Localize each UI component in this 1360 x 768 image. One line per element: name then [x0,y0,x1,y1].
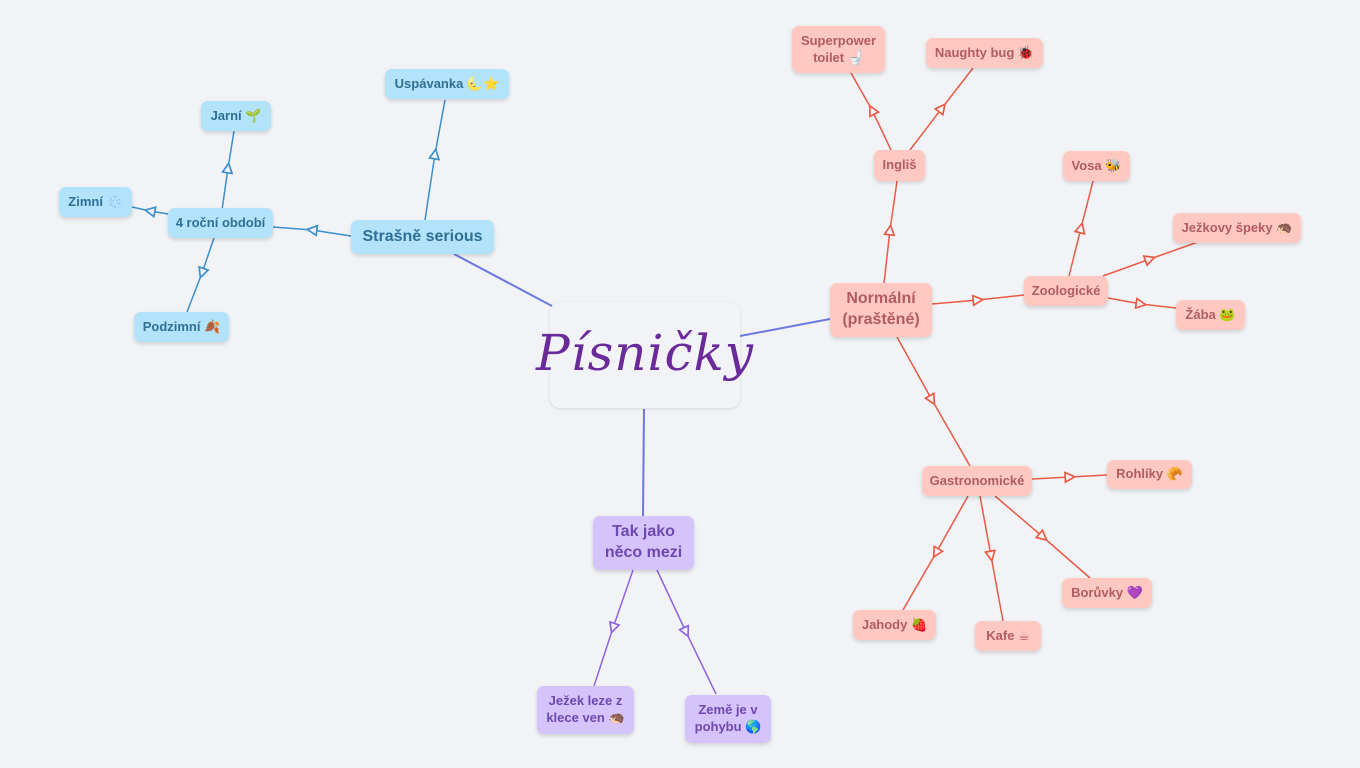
node-label-line2: toilet 🚽 [813,49,864,65]
node-uspavanka[interactable]: Uspávanka 🌜⭐ [385,69,509,99]
edge-gastro-blueberries [994,495,1091,579]
node-tak-jako-neco-mezi[interactable]: Tak jako něco mezi [593,516,694,570]
node-label: 4 roční období [175,214,266,230]
node-label-line2: něco mezi [604,544,683,561]
edge-zoo-wasp [1068,180,1094,277]
node-label: Borůvky 💜 [1071,584,1143,600]
edge-normal-zoo [931,294,1025,304]
node-label-line1: Ježek leze z [548,693,623,709]
node-naughty-bug[interactable]: Naughty bug 🐞 [926,38,1043,68]
node-label-line2: pohybu 🌎 [694,719,762,734]
edge-serious-lullaby [424,99,446,221]
node-zaba[interactable]: Žába 🐸 [1176,300,1245,330]
node-label: Ježkovy špeky 🦔 [1181,219,1293,235]
node-label: Podzimní 🍂 [142,318,221,334]
node-rohliky[interactable]: Rohlíky 🥐 [1107,460,1192,489]
node-label: Jahody 🍓 [861,616,928,632]
node-jezek-leze-z-klece-ven[interactable]: Ježek leze z klece ven 🦔 [537,686,634,734]
node-label-line1: Normální [846,290,916,308]
node-label: Žába 🐸 [1185,306,1236,322]
edge-gastro-rolls [1031,475,1108,479]
node-label: Strašně serious [362,227,483,245]
node-inglis[interactable]: Ingliš [874,150,925,181]
node-gastronomicke[interactable]: Gastronomické [922,466,1032,496]
node-label: Zimní ❄️ [68,193,123,209]
node-zoologicke[interactable]: Zoologické [1024,276,1108,306]
node-label: Naughty bug 🐞 [934,44,1035,60]
node-strasne-serious[interactable]: Strašně serious [351,220,494,254]
node-zeme-je-v-pohybu[interactable]: Země je v pohybu 🌎 [685,695,771,743]
edge-gastro-coffee [979,495,1004,622]
edge-between-hedgehog [593,569,634,687]
edge-normal-english [883,180,898,284]
edge-root-serious [453,253,553,307]
node-label: Ingliš [882,157,917,173]
node-normalni-prastene[interactable]: Normální (praštěné) [830,283,932,337]
node-zimni[interactable]: Zimní ❄️ [59,187,132,217]
node-label-line1: Země je v [698,702,758,718]
edge-english-bug [909,67,974,151]
edge-zoo-frog [1107,298,1177,308]
node-label: Zoologické [1031,282,1101,298]
edge-seasons-autumn [186,237,215,313]
edge-between-earth [656,569,717,695]
root-label: Písničky [535,324,755,382]
node-vosa[interactable]: Vosa 🐝 [1063,151,1130,181]
node-label: Kafe ☕ [986,627,1030,643]
node-label-line1: Tak jako [612,523,675,541]
root-node[interactable]: Písničky [536,302,753,408]
node-label: Uspávanka 🌜⭐ [394,75,500,91]
node-boruvky[interactable]: Borůvky 💜 [1062,578,1152,608]
edge-zoo-hedgehog [1102,241,1199,277]
node-4-rocni-obdobi[interactable]: 4 roční období [168,208,273,238]
edge-normal-gastro [896,336,971,467]
node-jahody[interactable]: Jahody 🍓 [853,610,936,640]
node-label-line2: (praštěné) [842,311,920,328]
edge-serious-seasons [272,227,352,237]
node-jarni[interactable]: Jarní 🌱 [201,101,271,131]
edge-seasons-spring [222,130,235,211]
node-label: Gastronomické [929,472,1025,488]
node-podzimni[interactable]: Podzimní 🍂 [134,312,229,342]
edge-root-normal [739,318,831,337]
edge-root-between [642,408,645,517]
node-kafe[interactable]: Kafe ☕ [975,621,1041,651]
node-label: Rohlíky 🥐 [1116,466,1183,482]
node-superpower-toilet[interactable]: Superpower toilet 🚽 [792,26,885,73]
edge-seasons-winter [131,207,169,214]
edge-english-toilet [850,72,892,151]
edge-gastro-strawberries [902,495,969,611]
node-label-line2: klece ven 🦔 [546,710,625,725]
node-jezkovy-speky[interactable]: Ježkovy špeky 🦔 [1173,213,1301,243]
node-label: Vosa 🐝 [1071,157,1122,173]
node-label-line1: Superpower [800,32,877,48]
node-label: Jarní 🌱 [210,107,262,123]
